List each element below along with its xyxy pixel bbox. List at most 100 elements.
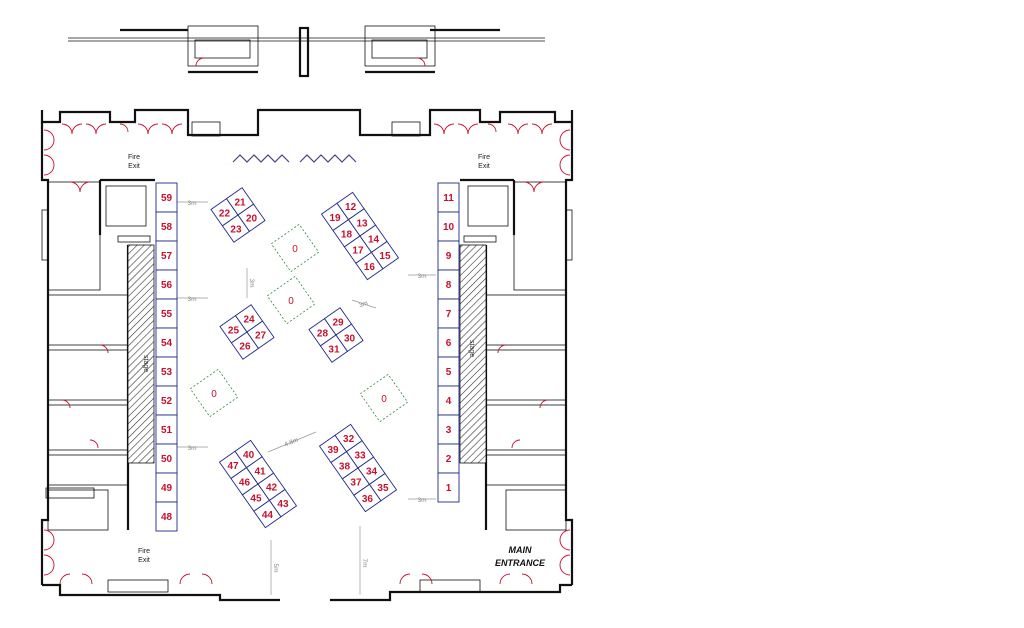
booth[interactable]: 2 [437, 443, 460, 474]
svg-text:50: 50 [161, 454, 173, 465]
svg-text:16: 16 [364, 262, 376, 273]
svg-text:9: 9 [446, 251, 452, 262]
booth[interactable]: 56 [155, 269, 178, 300]
svg-text:56: 56 [161, 280, 173, 291]
svg-text:10: 10 [443, 222, 455, 233]
booth[interactable]: 41 [245, 456, 275, 485]
booth[interactable]: 9 [437, 240, 460, 271]
fire-exit-bottom-left: Fire Exit [138, 548, 150, 564]
svg-text:3m: 3m [358, 300, 369, 310]
svg-text:21: 21 [234, 197, 246, 208]
booth[interactable]: 7 [437, 298, 460, 329]
svg-text:27: 27 [255, 331, 267, 342]
booth[interactable]: 8 [437, 269, 460, 300]
dimension-marker: 4.8m [267, 431, 317, 453]
svg-text:11: 11 [443, 193, 454, 204]
dimension-marker: 3m [408, 497, 436, 504]
booth[interactable]: 52 [155, 385, 178, 416]
svg-text:33: 33 [354, 450, 366, 461]
booth[interactable]: 32 [334, 423, 363, 453]
svg-text:4: 4 [446, 396, 452, 407]
svg-text:30: 30 [344, 334, 356, 345]
booth[interactable]: 59 [155, 182, 178, 213]
booth[interactable]: 5 [437, 356, 460, 387]
stage-right-label: stage [468, 340, 475, 357]
svg-text:49: 49 [161, 483, 173, 494]
svg-text:43: 43 [277, 499, 289, 510]
svg-text:19: 19 [329, 213, 341, 224]
booth[interactable]: 11 [437, 182, 460, 213]
svg-text:40: 40 [243, 450, 255, 461]
svg-text:24: 24 [243, 314, 255, 325]
booth[interactable]: 54 [155, 327, 178, 358]
open-zones: 0 0 0 0 [189, 223, 409, 423]
svg-text:Fire: Fire [478, 154, 490, 161]
booth-island: 47 40 46 41 45 42 44 43 [218, 439, 298, 529]
svg-text:8: 8 [446, 280, 452, 291]
svg-text:Exit: Exit [128, 163, 140, 170]
booth[interactable]: 53 [155, 356, 178, 387]
booth[interactable]: 57 [155, 240, 178, 271]
dimension-marker: 5m [270, 540, 279, 595]
svg-text:23: 23 [230, 225, 242, 236]
booth[interactable]: 15 [370, 240, 400, 270]
booth[interactable]: 10 [437, 211, 460, 242]
booth[interactable]: 51 [155, 414, 178, 445]
svg-text:37: 37 [350, 478, 362, 489]
fire-exit-top-right: Fire Exit [478, 154, 490, 170]
dimension-marker: 3m [351, 299, 377, 310]
booth[interactable]: 43 [268, 488, 298, 518]
door-swing [195, 57, 205, 67]
svg-text:15: 15 [379, 251, 391, 262]
svg-text:3: 3 [446, 425, 452, 436]
svg-text:3m: 3m [187, 296, 196, 303]
svg-text:Exit: Exit [138, 557, 150, 564]
svg-text:Fire: Fire [128, 154, 140, 161]
booth[interactable]: 50 [155, 443, 178, 474]
svg-text:12: 12 [345, 202, 357, 213]
booth[interactable]: 4 [437, 385, 460, 416]
svg-text:0: 0 [292, 244, 298, 255]
dimension-marker: 3m [246, 268, 255, 298]
booth[interactable]: 49 [155, 472, 178, 503]
svg-text:36: 36 [362, 494, 374, 505]
booth[interactable]: 12 [336, 191, 365, 221]
booth[interactable]: 20 [237, 203, 266, 233]
hall-walls [40, 108, 574, 602]
svg-text:22: 22 [219, 208, 231, 219]
booth[interactable]: 3 [437, 414, 460, 445]
svg-text:3m: 3m [417, 273, 426, 280]
booth[interactable]: 6 [437, 327, 460, 358]
booth[interactable]: 58 [155, 211, 178, 242]
svg-text:ENTRANCE: ENTRANCE [495, 558, 546, 568]
door-swings [43, 123, 571, 585]
booth-island: 28 29 31 30 [308, 307, 364, 363]
door-swing [416, 57, 426, 67]
stage-right: stage [459, 244, 487, 464]
svg-text:25: 25 [228, 325, 240, 336]
open-zone: 0 [266, 275, 316, 325]
booth[interactable]: 55 [155, 298, 178, 329]
booth[interactable]: 24 [234, 304, 264, 333]
svg-text:28: 28 [317, 328, 329, 339]
svg-text:4.8m: 4.8m [283, 437, 299, 449]
svg-text:13: 13 [356, 218, 368, 229]
booth[interactable]: 27 [246, 320, 275, 350]
svg-text:44: 44 [262, 510, 274, 521]
svg-text:41: 41 [254, 466, 266, 477]
svg-text:29: 29 [332, 317, 344, 328]
svg-text:31: 31 [328, 345, 340, 356]
booth[interactable]: 48 [155, 501, 178, 532]
booth[interactable]: 35 [368, 472, 398, 502]
svg-text:42: 42 [266, 483, 278, 494]
svg-text:7: 7 [446, 309, 452, 320]
booth[interactable]: 1 [437, 472, 460, 503]
stage-left: stage [127, 244, 155, 464]
svg-text:34: 34 [366, 467, 378, 478]
booth[interactable]: 30 [335, 323, 364, 353]
booth[interactable]: 21 [225, 187, 255, 216]
svg-text:48: 48 [161, 512, 173, 523]
svg-text:51: 51 [161, 425, 173, 436]
svg-text:53: 53 [161, 367, 173, 378]
